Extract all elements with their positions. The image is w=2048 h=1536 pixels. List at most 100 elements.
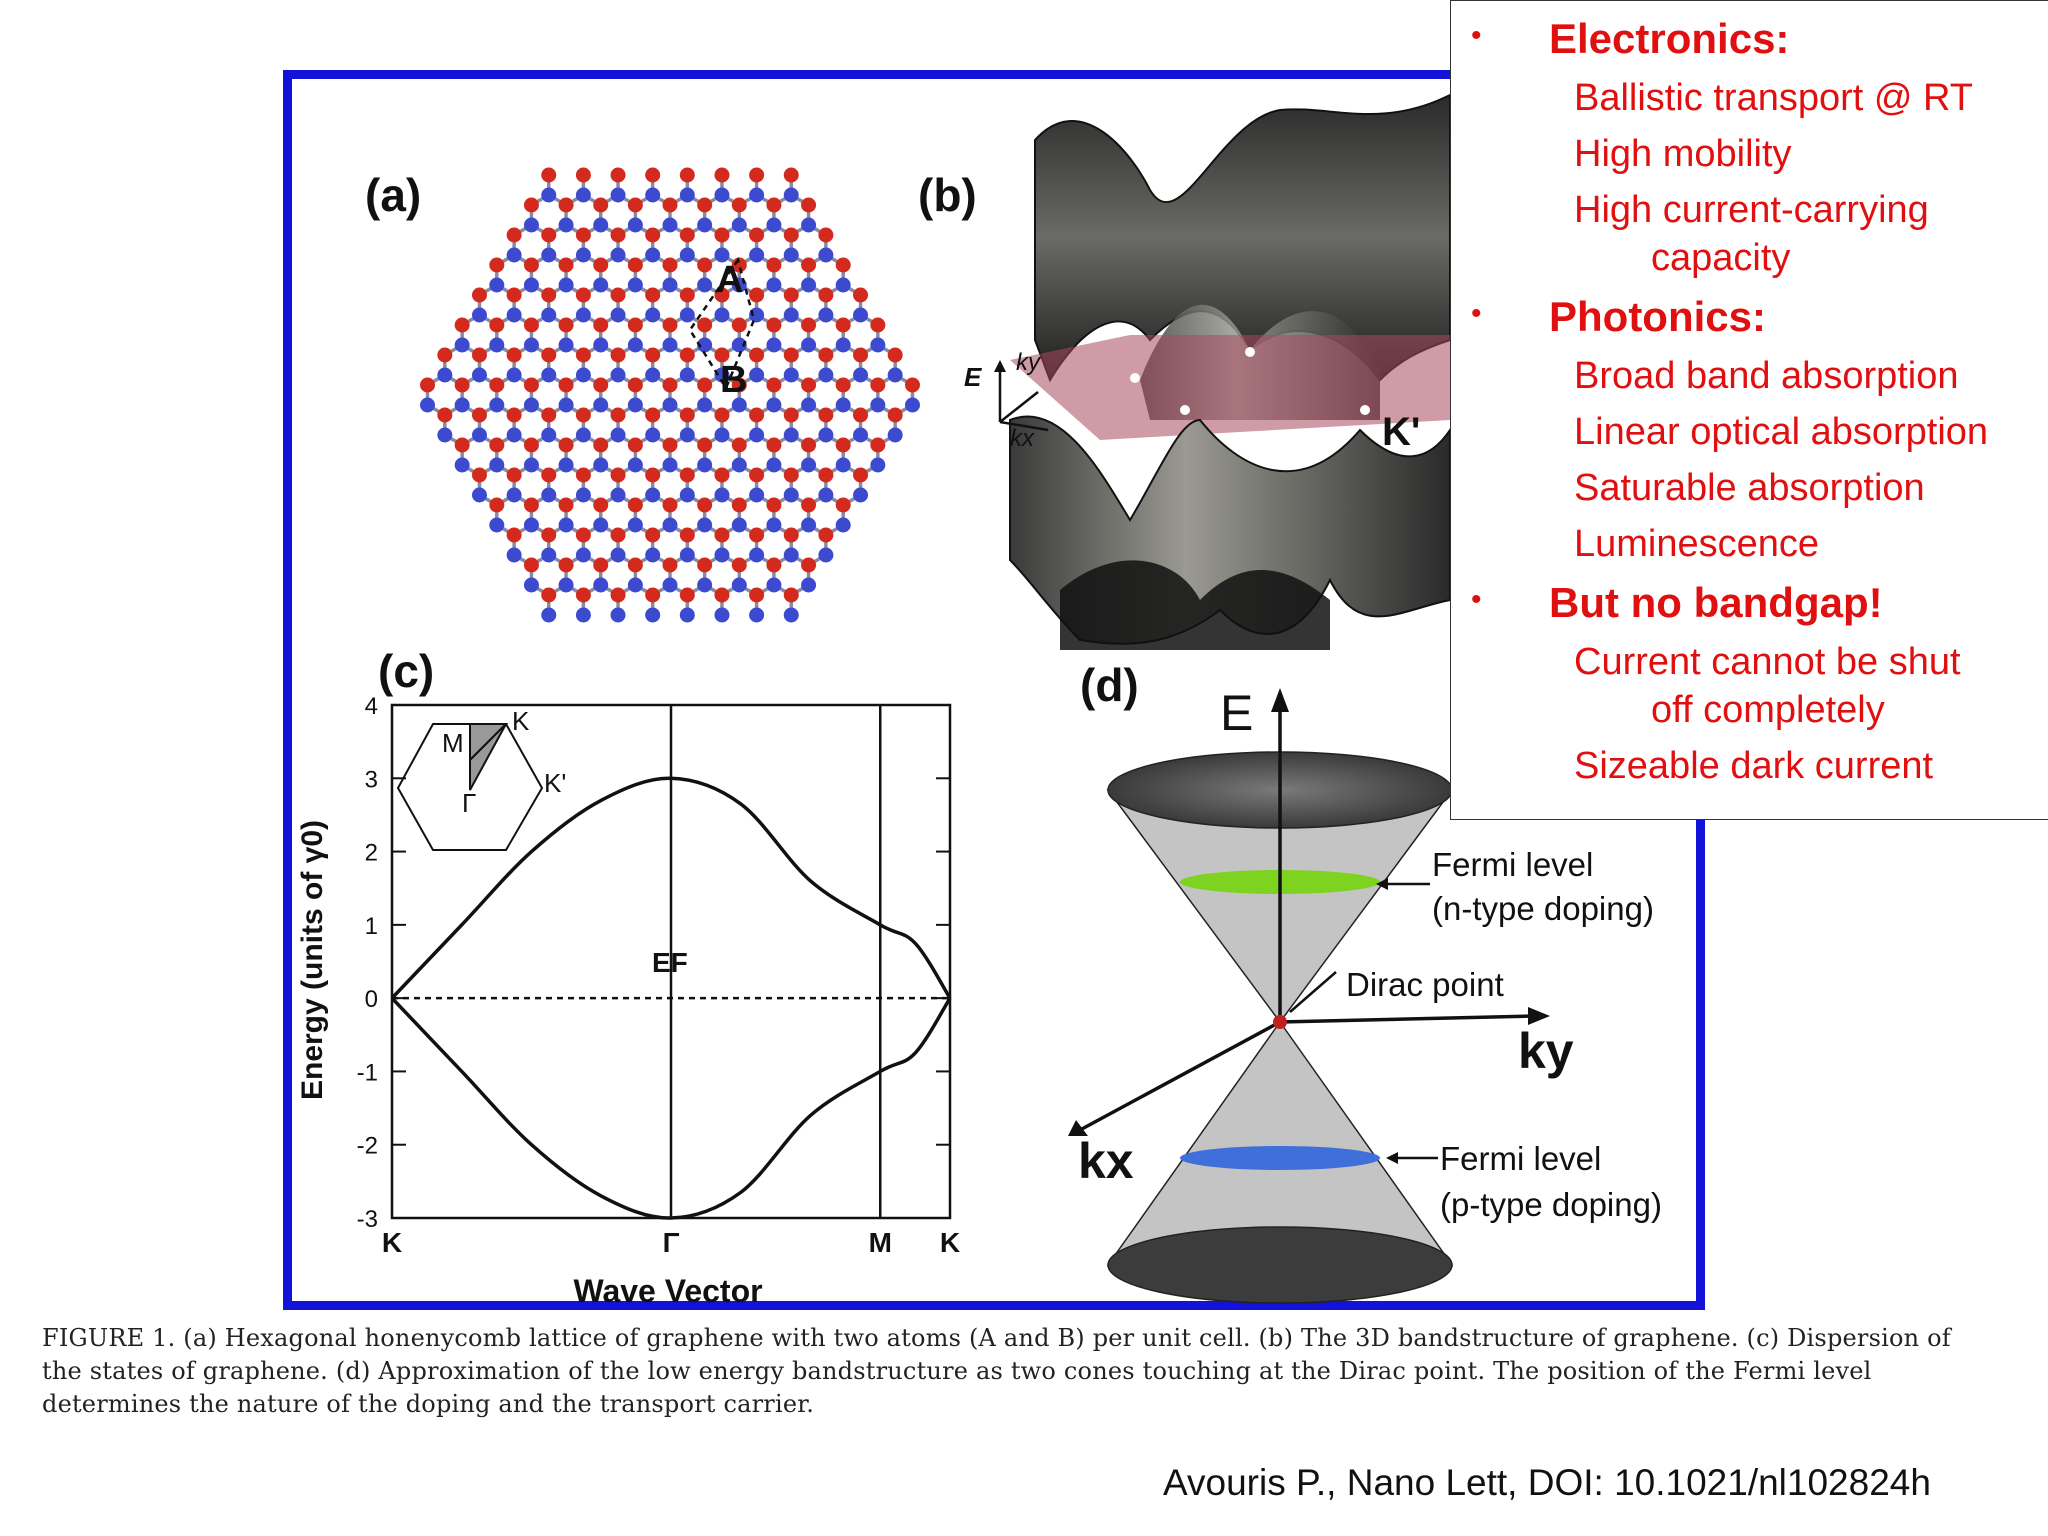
atom-a: [593, 557, 609, 573]
atom-a: [783, 527, 799, 543]
atom-b: [679, 487, 695, 503]
atom-b: [523, 457, 539, 473]
atom-b: [749, 367, 765, 383]
atom-b: [541, 547, 557, 563]
atom-b: [731, 577, 747, 593]
item-luminescence: Luminescence: [1574, 523, 1820, 565]
atom-b: [471, 427, 487, 443]
atom-b: [818, 307, 834, 323]
fermi-energy-label: EF: [652, 947, 688, 978]
atom-a: [766, 437, 782, 453]
atom-b: [835, 277, 851, 293]
brillouin-zone-inset: M K Γ K': [396, 706, 566, 851]
atom-a: [853, 407, 869, 423]
citation: Avouris P., Nano Lett, DOI: 10.1021/nl10…: [1163, 1462, 1931, 1503]
atom-a: [679, 167, 695, 183]
atom-a: [749, 347, 765, 363]
atom-a: [731, 257, 747, 273]
atom-b: [783, 487, 799, 503]
atom-a: [610, 467, 626, 483]
atom-a: [714, 587, 730, 603]
atom-b: [801, 577, 817, 593]
atom-a: [801, 197, 817, 213]
site-b-label: B: [720, 359, 747, 401]
atom-b: [679, 247, 695, 263]
atom-a: [593, 377, 609, 393]
atom-a: [489, 437, 505, 453]
atom-b: [489, 517, 505, 533]
atom-b: [558, 337, 574, 353]
atom-b: [454, 397, 470, 413]
atom-a: [471, 347, 487, 363]
atom-b: [766, 217, 782, 233]
atom-b: [645, 247, 661, 263]
atom-a: [541, 407, 557, 423]
atom-b: [801, 277, 817, 293]
atom-b: [575, 607, 591, 623]
atom-b: [749, 547, 765, 563]
atom-a: [853, 287, 869, 303]
atom-a: [749, 587, 765, 603]
atom-b: [801, 337, 817, 353]
atom-b: [558, 517, 574, 533]
atom-b: [489, 457, 505, 473]
atom-b: [593, 337, 609, 353]
atom-b: [714, 247, 730, 263]
atom-a: [541, 527, 557, 543]
inset-kprime: K': [544, 768, 566, 798]
atom-a: [714, 287, 730, 303]
atom-b: [853, 307, 869, 323]
atom-a: [679, 587, 695, 603]
atom-b: [766, 457, 782, 473]
y-axis-label: Energy (units of γ0): [296, 820, 329, 1100]
atom-b: [420, 397, 436, 413]
atom-b: [731, 217, 747, 233]
atom-a: [506, 287, 522, 303]
atom-b: [575, 307, 591, 323]
atom-b: [766, 397, 782, 413]
atom-b: [558, 577, 574, 593]
atom-b: [853, 487, 869, 503]
atom-a: [575, 167, 591, 183]
atom-a: [679, 287, 695, 303]
atom-a: [471, 467, 487, 483]
atom-b: [679, 547, 695, 563]
bullet-bandgap: •: [1471, 583, 1482, 616]
atom-a: [749, 407, 765, 423]
atom-b: [731, 457, 747, 473]
lattice-bonds: [425, 175, 915, 615]
atom-a: [783, 467, 799, 483]
atom-a: [714, 467, 730, 483]
atom-a: [506, 347, 522, 363]
atom-a: [489, 317, 505, 333]
atom-b: [593, 217, 609, 233]
atom-a: [506, 527, 522, 543]
item-mobility: High mobility: [1574, 133, 1792, 175]
atom-a: [489, 257, 505, 273]
atom-a: [853, 347, 869, 363]
atom-a: [593, 497, 609, 513]
atom-a: [610, 167, 626, 183]
atom-a: [697, 557, 713, 573]
atom-a: [645, 527, 661, 543]
atom-b: [558, 217, 574, 233]
atom-b: [679, 307, 695, 323]
atom-b: [714, 547, 730, 563]
fermi-p-line1: Fermi level: [1440, 1140, 1601, 1177]
atom-b: [593, 397, 609, 413]
atom-a: [714, 527, 730, 543]
bullet-photonics: •: [1471, 297, 1482, 330]
atom-a: [697, 257, 713, 273]
atom-a: [645, 347, 661, 363]
atom-a: [471, 287, 487, 303]
cone-axis-kx: kx: [1078, 1133, 1134, 1189]
atom-b: [697, 217, 713, 233]
atom-a: [749, 167, 765, 183]
atom-b: [541, 187, 557, 203]
atom-a: [437, 347, 453, 363]
atom-b: [523, 397, 539, 413]
item-ballistic: Ballistic transport @ RT: [1574, 77, 1973, 119]
x-tick-label: K: [940, 1227, 960, 1258]
fermi-n-line2: (n-type doping): [1432, 890, 1654, 927]
